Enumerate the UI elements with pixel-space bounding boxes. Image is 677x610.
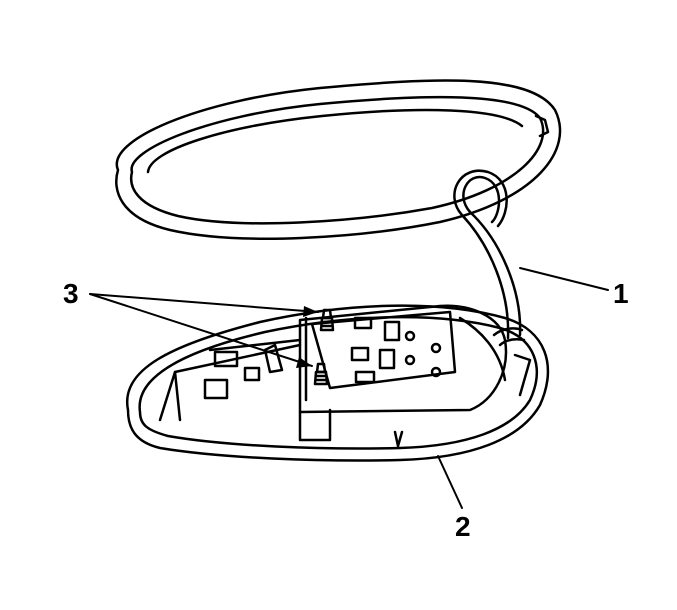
arrow-3a xyxy=(303,306,318,317)
leader-1 xyxy=(519,267,609,291)
leader-lines xyxy=(89,267,609,509)
screw-lower xyxy=(313,362,329,386)
leader-3a xyxy=(89,293,319,313)
arrow-3b xyxy=(296,357,312,368)
leader-2 xyxy=(437,455,463,509)
callout-3: 3 xyxy=(63,278,79,309)
leader-3b xyxy=(89,293,313,367)
callout-1: 1 xyxy=(613,278,629,309)
lens-ring xyxy=(115,79,562,240)
callout-2: 2 xyxy=(455,511,471,542)
lamp-housing xyxy=(125,304,550,462)
screw-upper xyxy=(319,308,335,332)
